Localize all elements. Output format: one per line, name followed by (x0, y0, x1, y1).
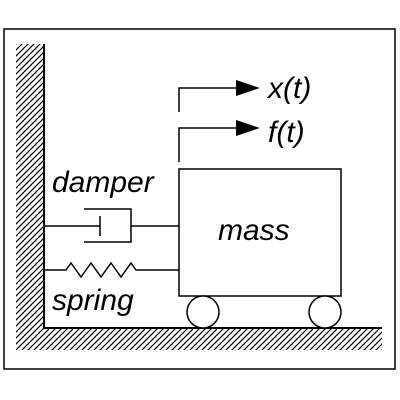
outer-frame (3, 28, 396, 370)
mass-block (178, 168, 342, 297)
spring (44, 261, 179, 279)
damper-label: damper (52, 166, 155, 199)
left-wheel (186, 295, 220, 329)
ground (16, 327, 382, 350)
force-arrow (178, 120, 260, 162)
damper (44, 208, 179, 243)
mass-label: mass (218, 214, 290, 247)
displacement-label: x(t) (266, 72, 311, 105)
right-wheel (308, 295, 342, 329)
displacement-arrow (178, 80, 260, 112)
wall (16, 44, 45, 328)
spring-label: spring (52, 284, 134, 317)
force-label: f(t) (268, 116, 305, 149)
